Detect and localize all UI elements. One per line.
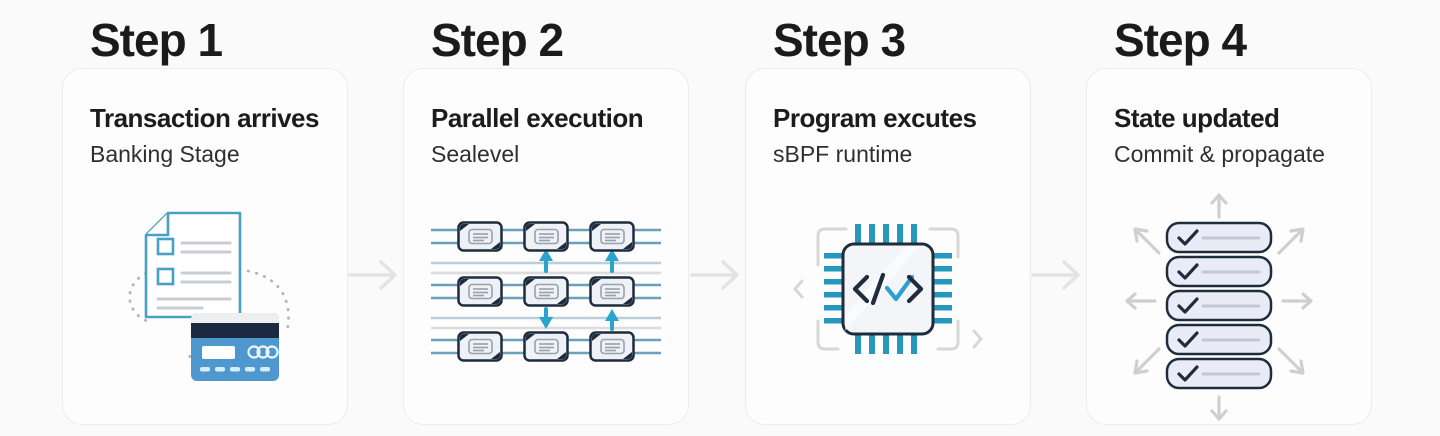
- document-text-lines: [156, 241, 232, 310]
- arrow-down-right-icon: [1277, 347, 1305, 375]
- check-icon: [884, 274, 915, 302]
- right-arrow-icon: [690, 260, 739, 290]
- dotted-trail-middle: [187, 321, 198, 360]
- arrow-up-right-icon: [1277, 227, 1305, 255]
- step-2-subtitle: Sealevel: [431, 141, 520, 167]
- step-3-subtitle: sBPF runtime: [773, 141, 913, 167]
- propagate-arrows: [1125, 193, 1313, 421]
- step-3-card: Program excutes sBPF runtime: [745, 68, 1031, 425]
- chevron-left-icon: [793, 279, 804, 299]
- card-rings-logo-icon: [247, 345, 279, 359]
- step-1-subtitle: Banking Stage: [90, 141, 240, 167]
- step-4-icon-wrap: [1109, 191, 1349, 436]
- step-3-icon-wrap: [788, 209, 988, 390]
- check-icon: [1177, 365, 1199, 382]
- arrow-left-icon: [1125, 292, 1157, 310]
- step-4-card: State updated Commit & propagate: [1086, 68, 1372, 425]
- state-rows: [1165, 221, 1273, 390]
- focus-frame: [793, 227, 983, 351]
- transaction-tiles: [457, 221, 635, 362]
- checkbox-icon: [156, 237, 175, 256]
- check-icon: [1177, 297, 1199, 314]
- step-1-heading: Step 1: [90, 14, 223, 66]
- step-1-icon-wrap: [96, 195, 306, 400]
- step-2-icon-wrap: [431, 211, 661, 384]
- arrow-up-left-icon: [1133, 227, 1161, 255]
- step-4-subtitle: Commit & propagate: [1114, 141, 1325, 167]
- step-4-section: Step 4 State updated Commit & propagate: [1086, 0, 1372, 432]
- parallel-lanes-icon: [431, 221, 661, 362]
- lane-transfer-arrows: [539, 249, 619, 331]
- step-1-card: Transaction arrives Banking Stage: [62, 68, 348, 425]
- step-2-title: Parallel execution: [431, 103, 644, 133]
- step-2-section: Step 2 Parallel execution Sealevel: [403, 0, 689, 432]
- step-1-section: Step 1 Transaction arrives Banking Stage: [62, 0, 348, 432]
- step-1-title: Transaction arrives: [90, 103, 319, 133]
- step-4-title: State updated: [1114, 103, 1280, 133]
- step-3-section: Step 3 Program excutes sBPF runtime: [745, 0, 1031, 432]
- step-4-heading: Step 4: [1114, 14, 1247, 66]
- step-2-heading: Step 2: [431, 14, 564, 66]
- card-number-dashes: [200, 367, 270, 372]
- step-3-title: Program excutes: [773, 103, 977, 133]
- arrow-down-left-icon: [1133, 347, 1161, 375]
- arrow-down-icon: [1210, 395, 1228, 421]
- code-check-glyph: [852, 272, 924, 306]
- right-arrow-icon: [348, 260, 397, 290]
- right-arrow-icon: [1031, 260, 1080, 290]
- chip-pins: [824, 224, 952, 354]
- check-icon: [1177, 263, 1199, 280]
- chip-code-icon: [793, 224, 983, 354]
- step-3-heading: Step 3: [773, 14, 906, 66]
- check-icon: [1177, 331, 1199, 348]
- arrow-right-icon: [1281, 292, 1313, 310]
- arrow-up-icon: [1210, 193, 1228, 219]
- checkbox-icon: [156, 267, 175, 286]
- transaction-document-card-icon: [128, 211, 290, 381]
- state-stack-propagate-icon: [1125, 193, 1313, 421]
- dotted-trail-right: [246, 269, 290, 333]
- credit-card-icon: [191, 313, 279, 381]
- chevron-right-icon: [972, 329, 983, 349]
- check-icon: [1177, 229, 1199, 246]
- step-2-card: Parallel execution Sealevel: [403, 68, 689, 425]
